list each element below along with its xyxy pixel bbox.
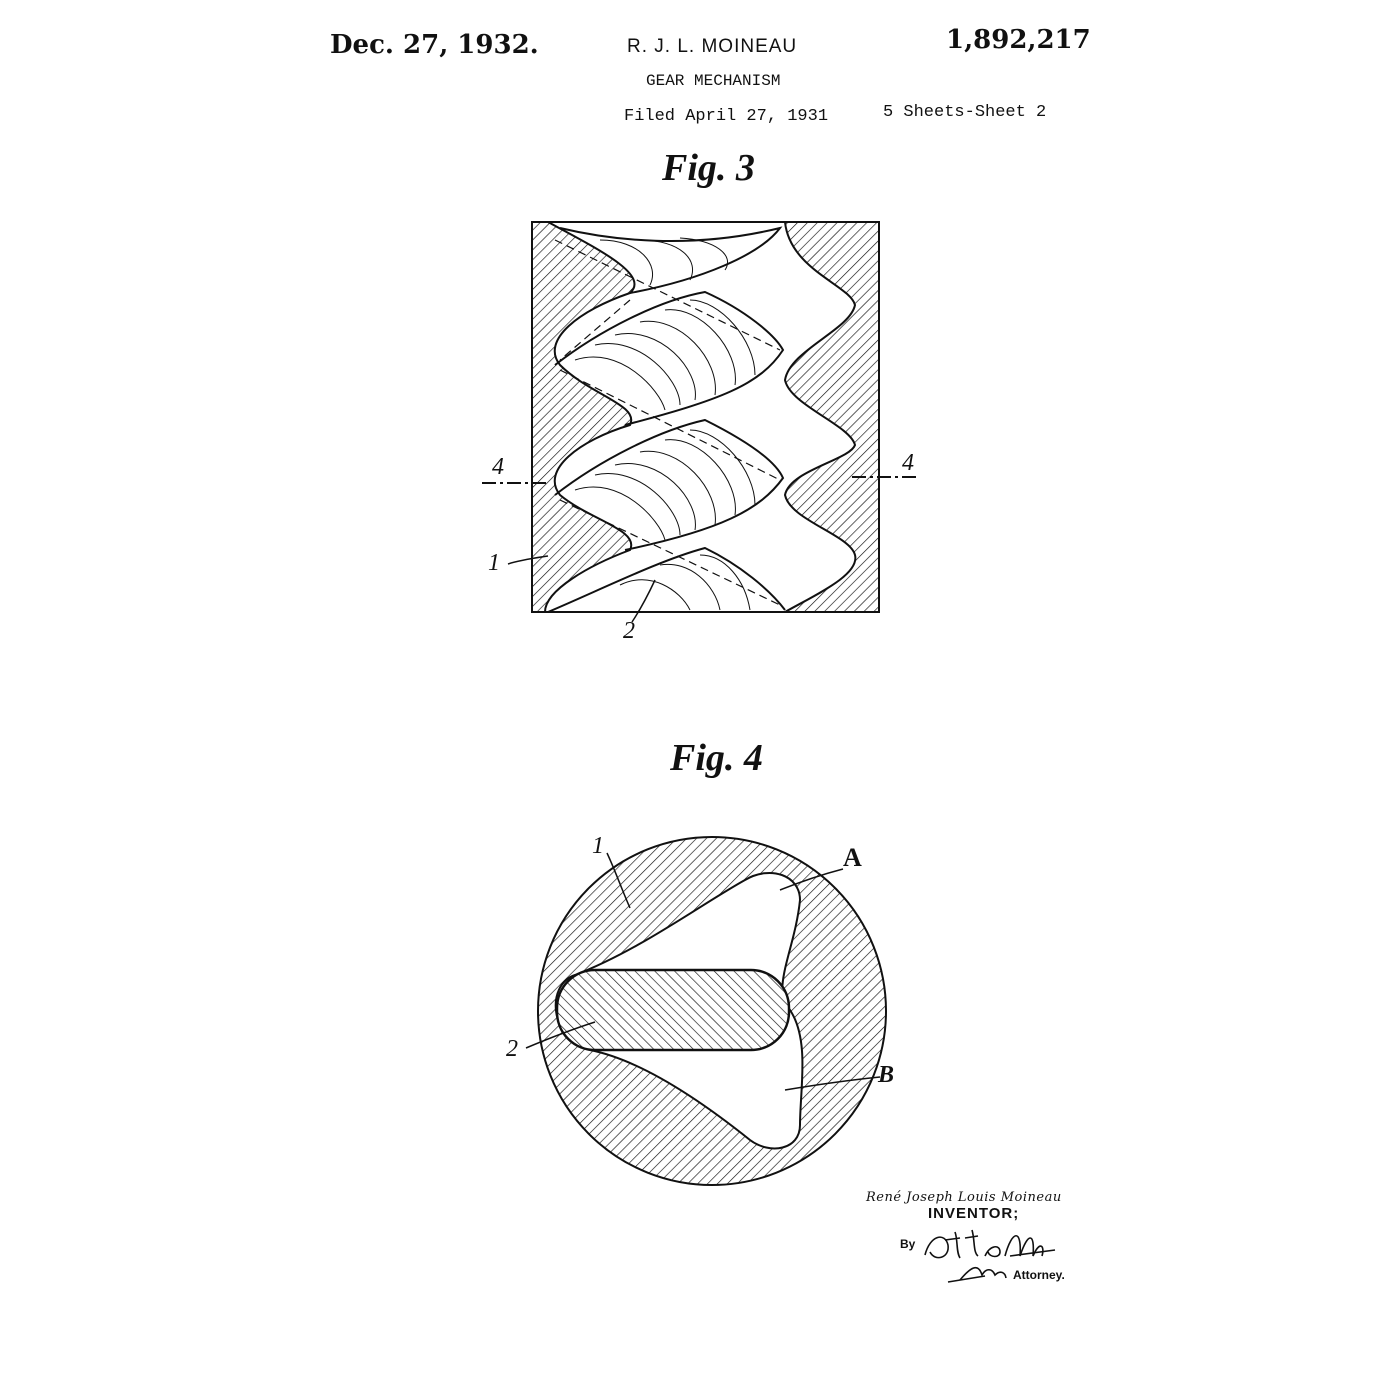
- fig4-leader-stator: [606, 852, 631, 909]
- fig3-leader-rotor: [631, 579, 656, 623]
- fig3-helical-cavity: [543, 221, 857, 613]
- by-label: By: [900, 1237, 916, 1251]
- sheet-count: 5 Sheets-Sheet 2: [883, 103, 1047, 122]
- fig3-leader-stator: [507, 555, 549, 565]
- fig3-label-section-left: 4: [492, 454, 504, 480]
- fig4-label-stator: 1: [592, 833, 604, 859]
- fig3-hidden-lines: [554, 239, 781, 606]
- inventor-signature: René Joseph Louis Moineau: [866, 1190, 1062, 1205]
- fig3-rotor-lobe-top: [559, 226, 783, 294]
- fig3-label-stator: 1: [488, 550, 500, 576]
- inventor-role: INVENTOR;: [928, 1205, 1020, 1222]
- patent-number: 1,892,217: [946, 25, 1091, 55]
- patent-title: GEAR MECHANISM: [646, 72, 781, 90]
- inventor-header-name: R. J. L. MOINEAU: [627, 36, 798, 57]
- patent-date: Dec. 27, 1932.: [330, 30, 539, 60]
- attorney-role: Attorney.: [1013, 1268, 1065, 1282]
- fig3-rotor-lobe-2: [554, 418, 785, 551]
- fig3-rotor-lobe-1: [554, 290, 785, 426]
- attorney-signature-drawing: [924, 1229, 1056, 1283]
- fig4-label-rotor: 2: [506, 1036, 518, 1062]
- fig4-rotor: [555, 968, 791, 1052]
- fig4-label-a: A: [843, 843, 862, 872]
- filing-date: Filed April 27, 1931: [624, 107, 829, 126]
- fig4-leader-a: [779, 868, 844, 891]
- fig3-label-section-right: 4: [902, 450, 914, 476]
- fig3-title: Fig. 3: [662, 147, 755, 189]
- fig4-label-b: B: [878, 1062, 895, 1088]
- fig3-rotor-shading: [574, 237, 756, 611]
- fig3-label-rotor: 2: [623, 618, 635, 644]
- fig4-leader-b: [784, 1076, 881, 1091]
- fig4-leader-rotor: [525, 1021, 596, 1049]
- fig4-title: Fig. 4: [670, 737, 763, 779]
- fig4-drawing: [525, 836, 887, 1186]
- fig3-rotor-lobe-bottom: [547, 546, 786, 613]
- fig3-drawing: [482, 221, 918, 623]
